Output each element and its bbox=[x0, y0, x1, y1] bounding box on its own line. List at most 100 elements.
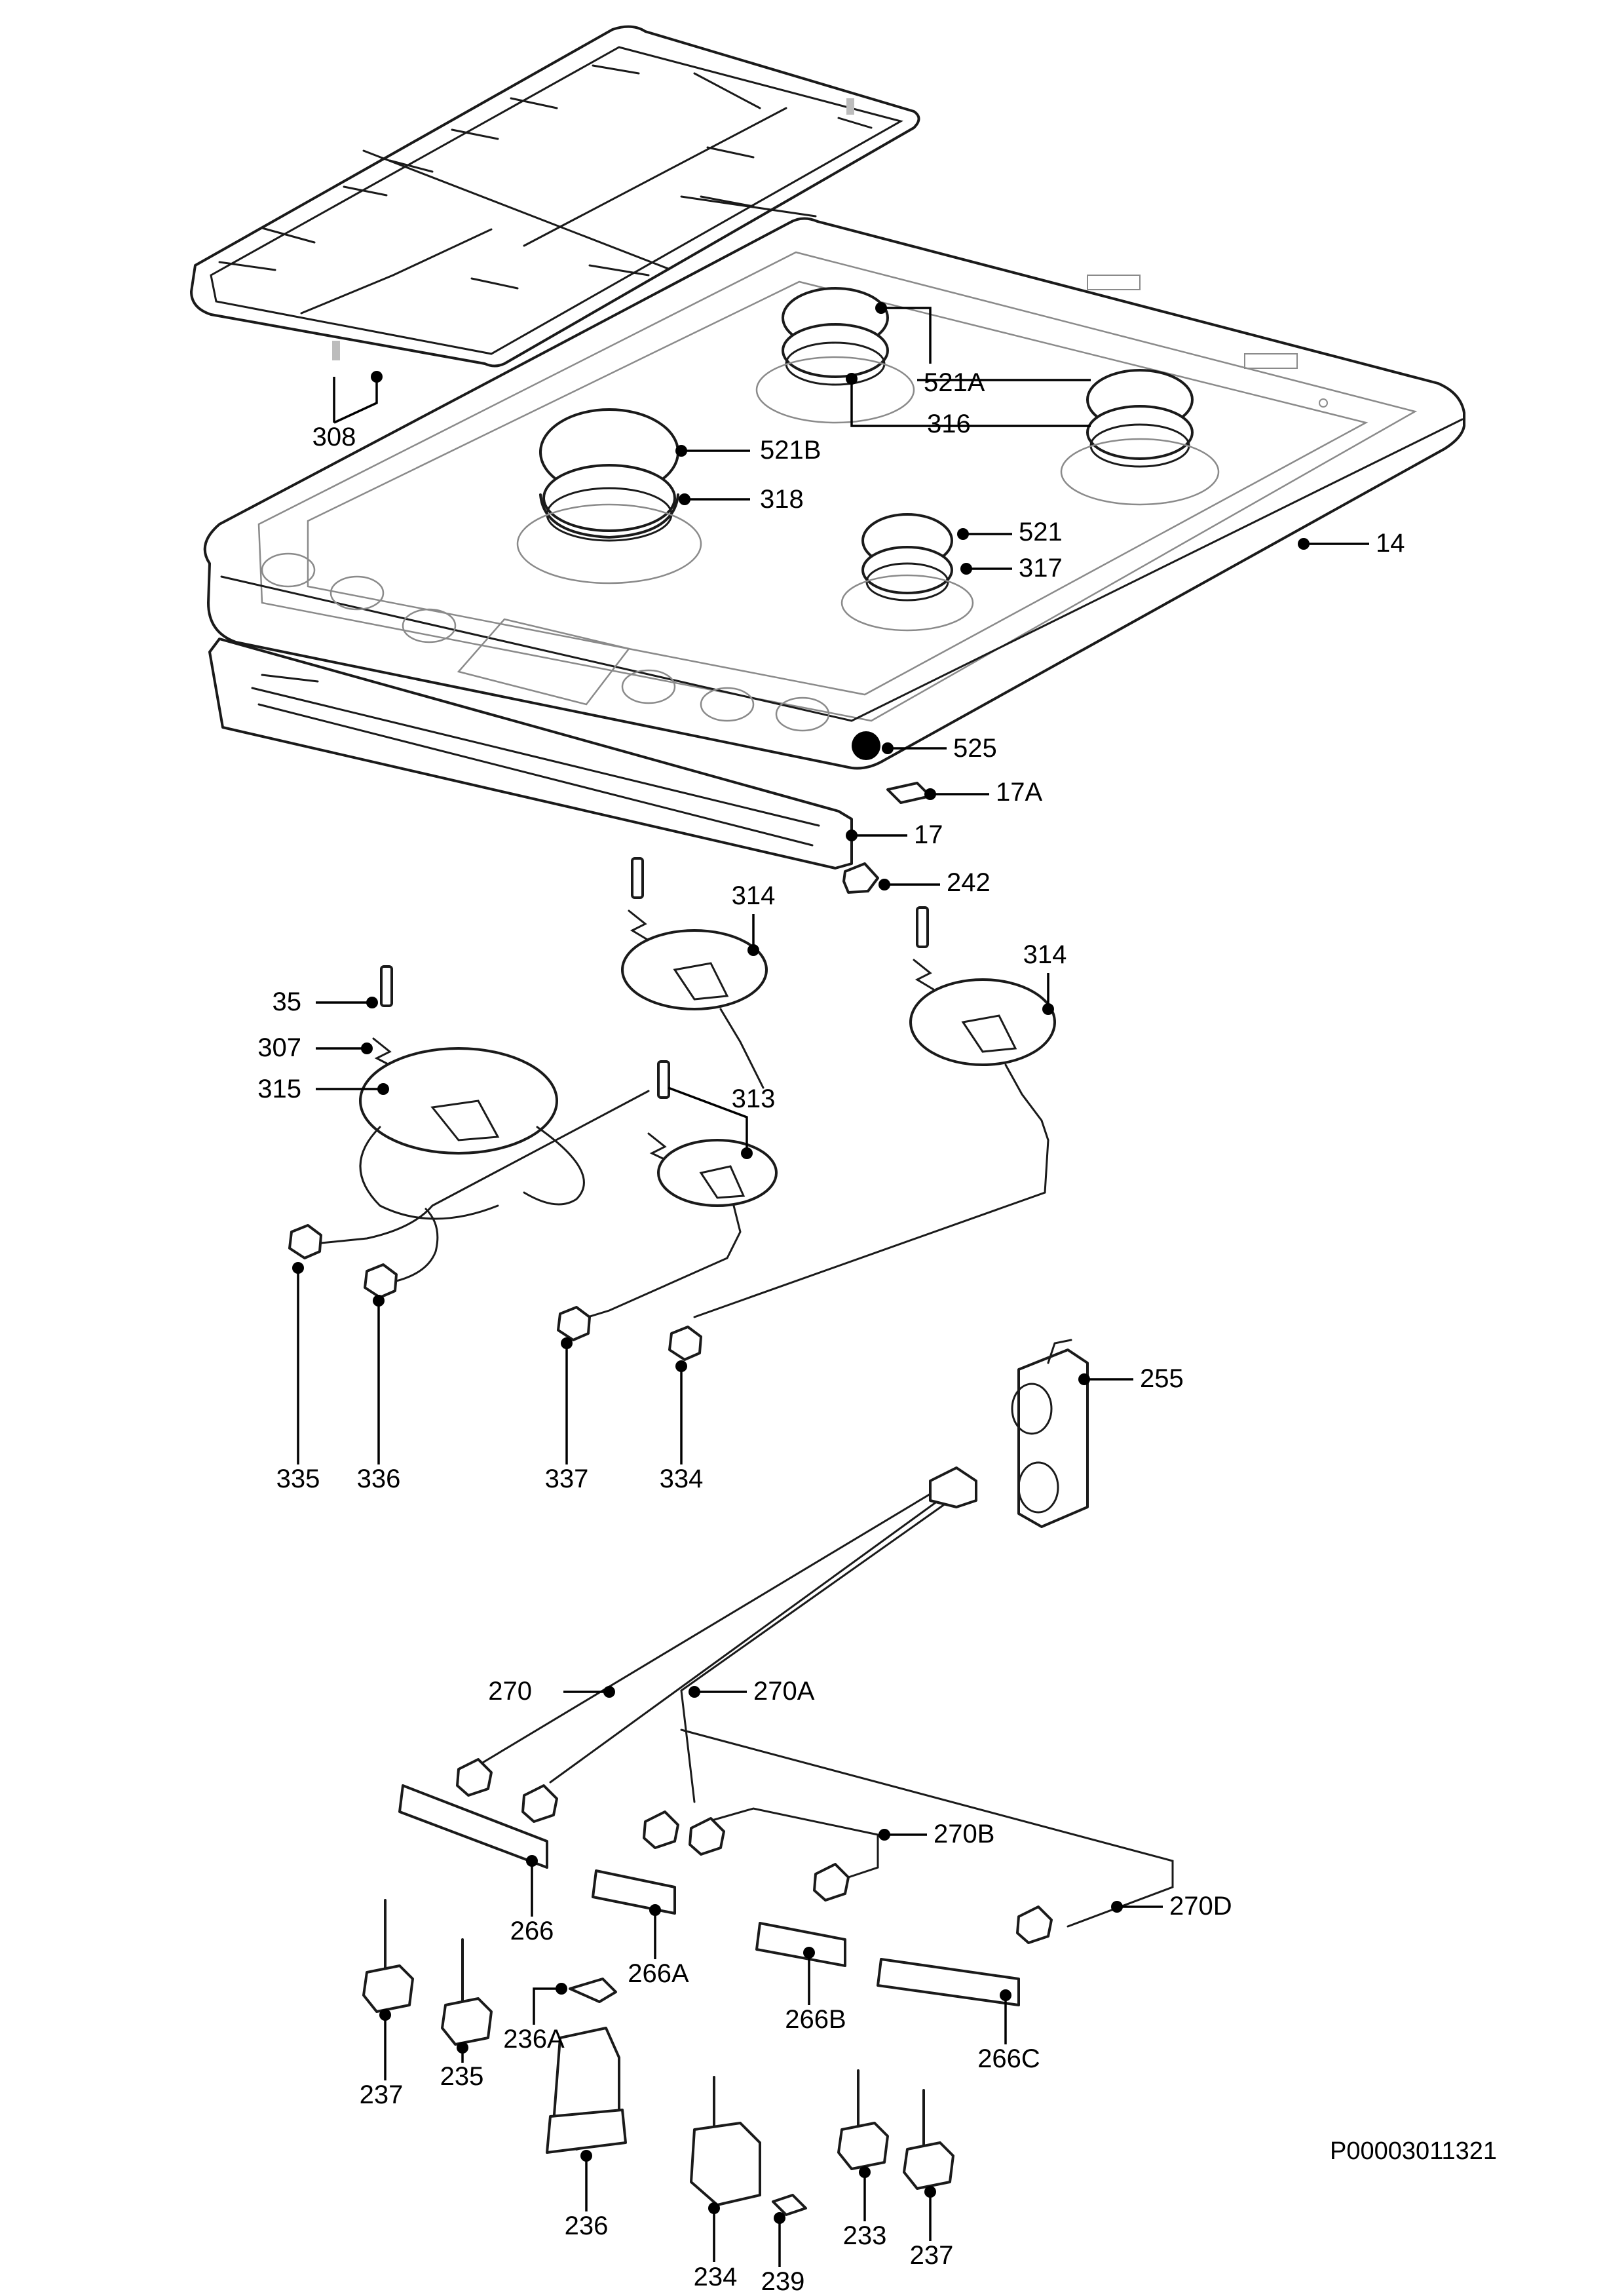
callout-dot bbox=[1111, 1901, 1123, 1913]
callouts: 308521A316521B3185213171452517A172423143… bbox=[257, 302, 1405, 2296]
callout-dot bbox=[580, 2150, 592, 2162]
callout-dot bbox=[878, 1829, 890, 1841]
part-number-label: 521B bbox=[760, 436, 821, 465]
hob-top-panel bbox=[203, 217, 1465, 770]
gas-taps bbox=[362, 1899, 954, 2216]
part-number-label: 270B bbox=[934, 1820, 994, 1848]
callout-p313: 313 bbox=[668, 1084, 775, 1159]
part-number-label: 270 bbox=[488, 1677, 532, 1706]
callout-dot bbox=[1042, 1003, 1054, 1015]
injector-holders bbox=[398, 1784, 1020, 2006]
callout-dot bbox=[803, 1947, 815, 1959]
callout-dot bbox=[675, 1360, 687, 1372]
callout-p316: 316 bbox=[846, 373, 1091, 438]
callout-dot bbox=[924, 788, 936, 800]
part-number-label: 233 bbox=[843, 2221, 887, 2250]
callout-p317: 317 bbox=[960, 554, 1063, 583]
callout-p314b: 314 bbox=[1023, 940, 1067, 1015]
callout-dot bbox=[1298, 538, 1310, 550]
part-number-label: 337 bbox=[545, 1464, 589, 1493]
callout-p266: 266 bbox=[510, 1855, 554, 1945]
callout-p334: 334 bbox=[660, 1360, 703, 1493]
part-number-label: 234 bbox=[694, 2263, 738, 2291]
part-number-label: 266 bbox=[510, 1917, 554, 1945]
callout-p270D: 270D bbox=[1111, 1892, 1232, 1921]
part-number-label: 270D bbox=[1169, 1892, 1232, 1921]
callout-dot bbox=[366, 997, 378, 1008]
part-number-label: 266A bbox=[628, 1959, 689, 1988]
callout-dot bbox=[689, 1686, 700, 1698]
gas-pipes bbox=[456, 1466, 1174, 1944]
callout-dot bbox=[960, 563, 972, 575]
burner-bodies bbox=[288, 929, 1056, 1361]
callout-dot bbox=[556, 1983, 567, 1995]
callout-dot bbox=[675, 445, 687, 457]
callout-p242: 242 bbox=[878, 868, 991, 897]
part-number-label: 237 bbox=[910, 2241, 954, 2270]
callout-dot bbox=[379, 2009, 391, 2021]
callout-dot bbox=[846, 830, 858, 841]
callout-p525: 525 bbox=[882, 734, 997, 763]
part-number-label: 314 bbox=[732, 881, 776, 910]
callout-p270B: 270B bbox=[878, 1820, 994, 1848]
part-number-label: 255 bbox=[1140, 1364, 1184, 1393]
part-number-label: 14 bbox=[1376, 529, 1405, 558]
callout-p234: 234 bbox=[694, 2202, 738, 2291]
callout-p236A: 236A bbox=[503, 1983, 567, 2054]
gas-connector-valve bbox=[1011, 1339, 1089, 1528]
callout-p270: 270 bbox=[488, 1677, 615, 1706]
part-number-label: 317 bbox=[1019, 554, 1063, 583]
callout-p308: 308 bbox=[312, 371, 383, 451]
callout-dot bbox=[371, 371, 383, 383]
part-number-label: 525 bbox=[953, 734, 997, 763]
leader-line bbox=[881, 307, 1091, 381]
part-number-label: 17 bbox=[914, 820, 943, 849]
callout-p335: 335 bbox=[276, 1262, 320, 1493]
callout-dot bbox=[859, 2166, 871, 2178]
leader-line bbox=[333, 377, 378, 424]
callout-p266C: 266C bbox=[977, 1989, 1040, 2073]
callout-p521B: 521B bbox=[675, 436, 821, 465]
part-number-label: 307 bbox=[257, 1033, 301, 1062]
callout-dot bbox=[377, 1083, 389, 1095]
part-number-label: 237 bbox=[360, 2080, 404, 2109]
part-number-label: 521 bbox=[1019, 518, 1063, 546]
part-number-label: 335 bbox=[276, 1464, 320, 1493]
leader-line bbox=[850, 379, 1091, 427]
part-number-label: 266B bbox=[785, 2005, 846, 2034]
leader-line bbox=[533, 1987, 561, 2025]
callout-dot bbox=[708, 2202, 720, 2214]
part-number-label: 313 bbox=[732, 1084, 776, 1113]
callout-dot bbox=[361, 1043, 373, 1054]
callout-p233: 233 bbox=[843, 2166, 887, 2250]
callout-dot bbox=[924, 2186, 936, 2198]
burner-caps bbox=[516, 287, 1220, 632]
part-number-label: 236A bbox=[503, 2025, 565, 2054]
callout-p521A: 521A bbox=[875, 302, 1091, 397]
part-number-label: 239 bbox=[761, 2267, 805, 2296]
callout-p235: 235 bbox=[440, 2042, 484, 2091]
callout-p236: 236 bbox=[565, 2150, 608, 2240]
callout-dot bbox=[846, 373, 858, 385]
part-number-label: 270A bbox=[753, 1677, 815, 1706]
part-number-label: 308 bbox=[312, 423, 356, 451]
callout-p17A: 17A bbox=[924, 778, 1042, 807]
callout-dot bbox=[747, 944, 759, 956]
callout-dot bbox=[875, 302, 887, 314]
callout-p35: 35 bbox=[273, 987, 378, 1016]
callout-dot bbox=[1078, 1373, 1090, 1385]
part-number-label: 266C bbox=[977, 2044, 1040, 2073]
callout-p239: 239 bbox=[761, 2212, 805, 2296]
callout-dot bbox=[649, 1904, 661, 1916]
small-parts bbox=[372, 782, 935, 1162]
callout-p266A: 266A bbox=[628, 1904, 689, 1988]
part-number-label: 235 bbox=[440, 2062, 484, 2091]
callout-dot bbox=[679, 493, 690, 505]
callout-p521: 521 bbox=[957, 518, 1063, 546]
part-number-label: 315 bbox=[257, 1075, 301, 1103]
leader-line bbox=[668, 1086, 748, 1153]
callout-p14: 14 bbox=[1298, 529, 1405, 558]
callout-dot bbox=[957, 528, 969, 540]
callout-p315: 315 bbox=[257, 1075, 389, 1103]
